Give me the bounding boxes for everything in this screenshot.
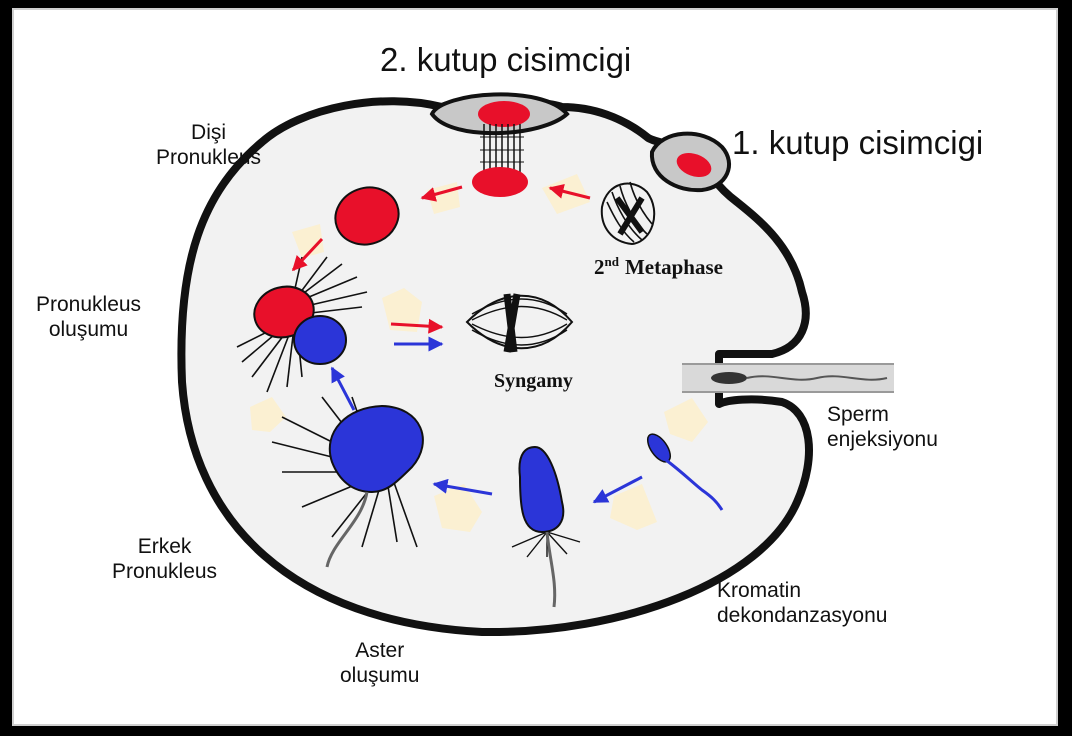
second-polar-body-label: 2. kutup cisimcigi: [380, 41, 631, 79]
aster-formation-label: Aster oluşumu: [340, 638, 419, 688]
syngamy-label: Syngamy: [494, 370, 573, 392]
female-pronucleus-label: Dişi Pronukleus: [156, 120, 261, 170]
chromatin-decondensation-label: Kromatin dekondanzasyonu: [717, 578, 887, 628]
male-pronucleus-label: Erkek Pronukleus: [112, 534, 217, 584]
sperm-injection-label: Sperm enjeksiyonu: [827, 402, 938, 452]
pronucleus-formation-label: Pronukleus oluşumu: [36, 292, 141, 342]
first-polar-body-label: 1. kutup cisimcigi: [732, 124, 983, 162]
injection-pipette: [682, 364, 894, 392]
